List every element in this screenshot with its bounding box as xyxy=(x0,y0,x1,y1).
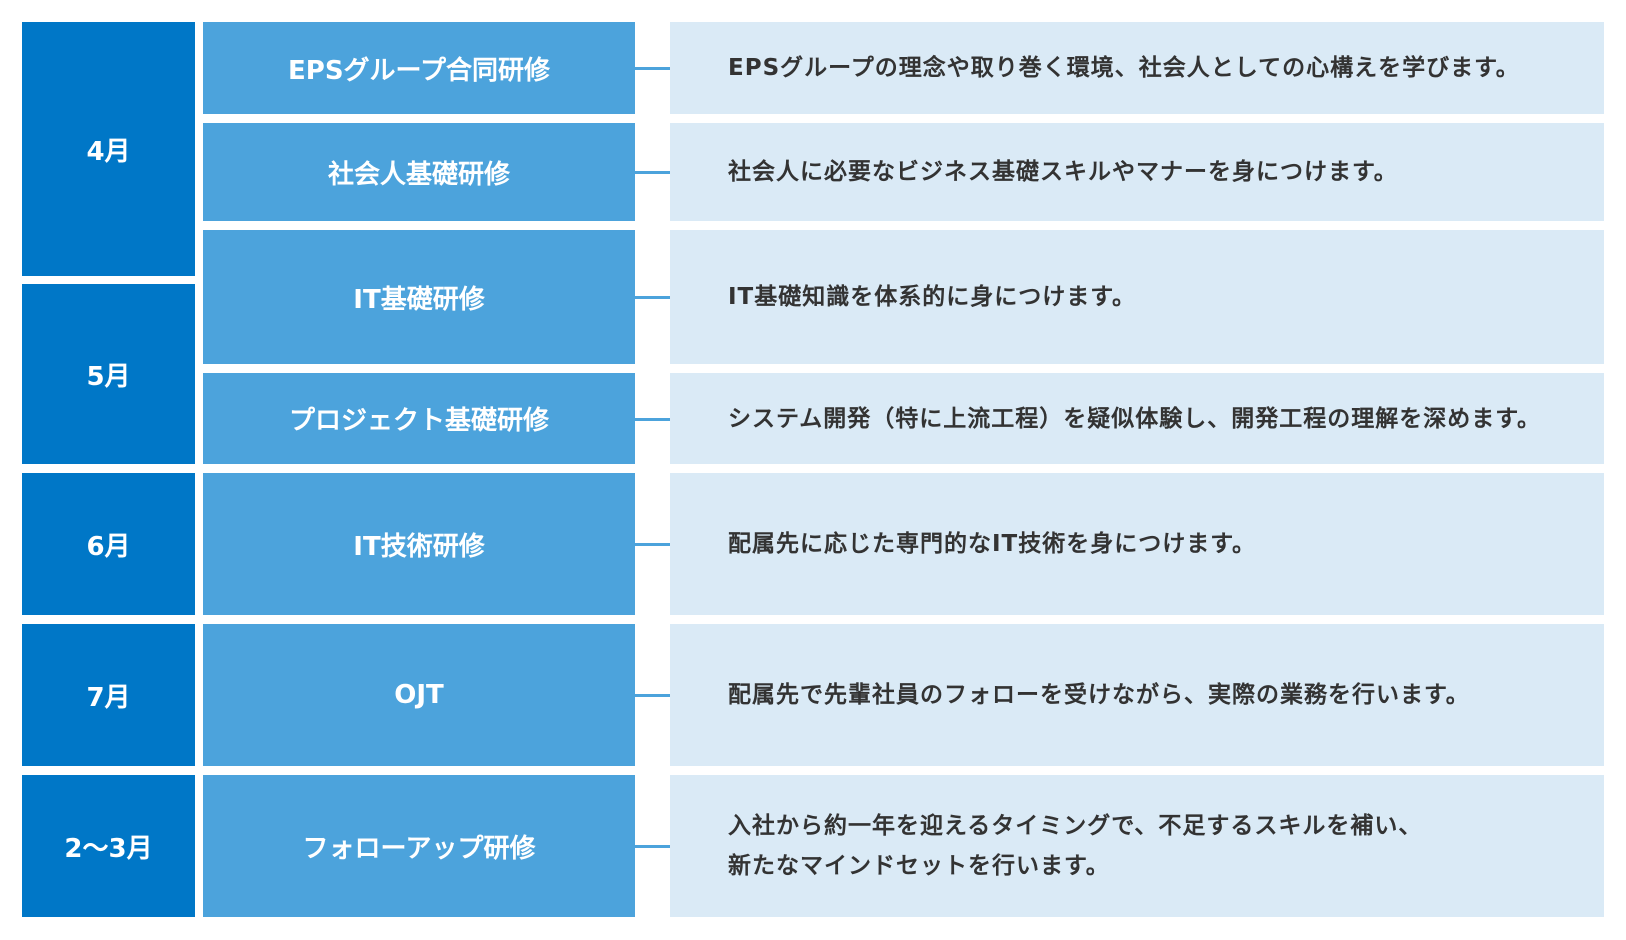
course-it-technology: IT技術研修 xyxy=(203,473,635,615)
description-it-basics: IT基礎知識を体系的に身につけます。 xyxy=(670,230,1604,364)
description-eps-group-training: EPSグループの理念や取り巻く環境、社会人としての心構えを学びます。 xyxy=(670,22,1604,114)
course-ojt: OJT xyxy=(203,624,635,766)
month-label: 7月 xyxy=(86,682,131,713)
course-follow-up: フォローアップ研修 xyxy=(203,775,635,917)
connector-line xyxy=(635,67,670,70)
description-project-basics: システム開発（特に上流工程）を疑似体験し、開発工程の理解を深めます。 xyxy=(670,373,1604,464)
description-business-basics: 社会人に必要なビジネス基礎スキルやマナーを身につけます。 xyxy=(670,123,1604,221)
course-title: IT基礎研修 xyxy=(353,284,485,315)
connector-line xyxy=(635,543,670,546)
month-june: 6月 xyxy=(22,473,195,615)
course-business-basics: 社会人基礎研修 xyxy=(203,123,635,221)
description-text: システム開発（特に上流工程）を疑似体験し、開発工程の理解を深めます。 xyxy=(728,405,1542,432)
course-it-basics: IT基礎研修 xyxy=(203,230,635,364)
month-july: 7月 xyxy=(22,624,195,766)
connector-line xyxy=(635,845,670,848)
course-eps-group-training: EPSグループ合同研修 xyxy=(203,22,635,114)
description-text: EPSグループの理念や取り巻く環境、社会人としての心構えを学びます。 xyxy=(728,55,1520,81)
course-title: EPSグループ合同研修 xyxy=(288,55,550,86)
description-text: IT基礎知識を体系的に身につけます。 xyxy=(728,284,1136,310)
month-label: 6月 xyxy=(86,531,131,562)
course-title: 社会人基礎研修 xyxy=(327,159,510,190)
course-title: フォローアップ研修 xyxy=(302,833,536,864)
month-label: 2～3月 xyxy=(64,833,153,864)
description-text: 配属先に応じた専門的なIT技術を身につけます。 xyxy=(728,531,1256,557)
month-label: 5月 xyxy=(86,361,131,392)
connector-line xyxy=(635,418,670,421)
description-text: 社会人に必要なビジネス基礎スキルやマナーを身につけます。 xyxy=(728,159,1398,185)
course-title: プロジェクト基礎研修 xyxy=(288,406,549,436)
connector-line xyxy=(635,171,670,174)
course-title: IT技術研修 xyxy=(353,531,485,562)
month-may: 5月 xyxy=(22,284,195,464)
description-follow-up: 入社から約一年を迎えるタイミングで、不足するスキルを補い、 新たなマインドセット… xyxy=(670,775,1604,917)
course-project-basics: プロジェクト基礎研修 xyxy=(203,373,635,464)
description-text: 配属先で先輩社員のフォローを受けながら、実際の業務を行います。 xyxy=(728,682,1470,708)
connector-line xyxy=(635,694,670,697)
course-title: OJT xyxy=(394,680,444,710)
description-it-technology: 配属先に応じた専門的なIT技術を身につけます。 xyxy=(670,473,1604,615)
description-ojt: 配属先で先輩社員のフォローを受けながら、実際の業務を行います。 xyxy=(670,624,1604,766)
month-label: 4月 xyxy=(86,136,131,167)
connector-line xyxy=(635,296,670,299)
month-feb-mar: 2～3月 xyxy=(22,775,195,917)
month-april: 4月 xyxy=(22,22,195,276)
description-text: 入社から約一年を迎えるタイミングで、不足するスキルを補い、 新たなマインドセット… xyxy=(728,813,1423,879)
